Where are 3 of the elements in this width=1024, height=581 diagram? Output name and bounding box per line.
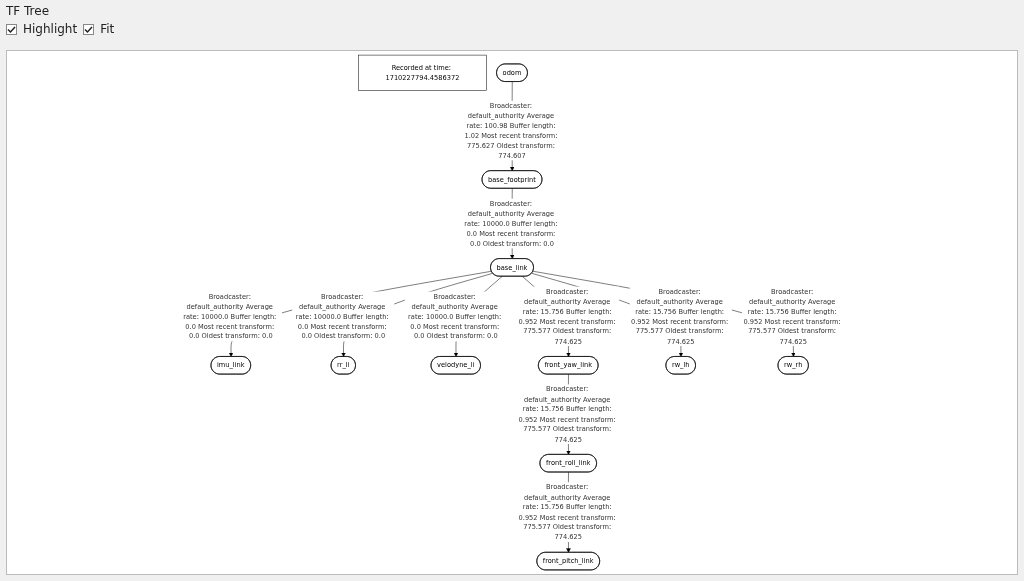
checkbox-label: Highlight [23,22,78,36]
checkbox-label: Fit [100,22,115,36]
panel-title: TF Tree [6,4,50,18]
